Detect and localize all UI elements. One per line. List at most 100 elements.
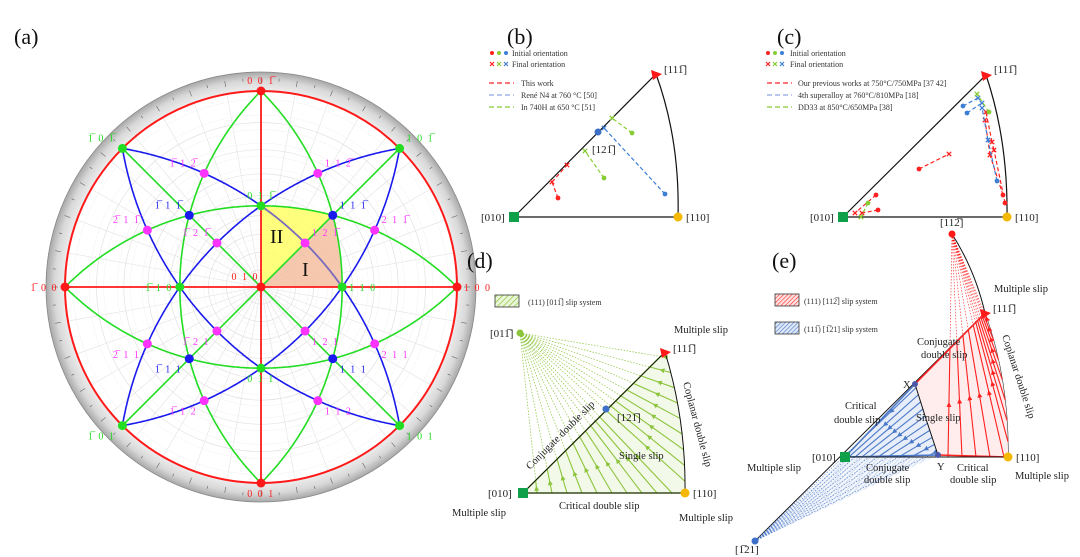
initial-orientation-point: [865, 200, 871, 206]
ring-tick: [113, 139, 116, 142]
panel-label-d: (d): [467, 248, 493, 273]
legend-c: Initial orientation Final orientation Ou…: [765, 49, 947, 112]
pole-label: 1̅ 1 2̅: [170, 158, 199, 169]
ring-tick: [79, 388, 86, 392]
pole-label: 1̅ 2 1̅: [182, 228, 211, 239]
vertex-110-marker: [1002, 212, 1012, 222]
legend-dot-red: [490, 51, 494, 55]
panel-d: (d) (111) [011̅] slip system [010] [110]…: [452, 248, 733, 524]
label-conjugate-top-1: Conjugate: [917, 337, 960, 348]
ring-tick: [224, 486, 227, 493]
trajectory-line: [981, 107, 989, 141]
slip-extension-dotted: [519, 332, 611, 407]
vertex-121-label: [121̅]: [592, 144, 616, 156]
conjugate-edge-red: [914, 312, 986, 385]
slip-extension-dotted: [519, 332, 537, 481]
initial-orientation-point: [916, 166, 922, 172]
slip-extension-dotted: [519, 332, 650, 368]
grid-radial: [226, 286, 262, 481]
final-orientation-cross: [985, 137, 991, 143]
trajectory-line: [987, 139, 998, 182]
ring-tick: [362, 462, 366, 469]
slip-extension-dotted: [951, 233, 978, 321]
legend-swatch-blue: [774, 321, 800, 335]
label-conjugate-top-2: double slip: [921, 350, 967, 361]
pole-red-dot: [256, 478, 266, 488]
grid-radial: [110, 286, 262, 414]
region-blue-fill: [845, 384, 938, 457]
label-multiple-slip-111: Multiple slip: [674, 325, 728, 336]
pole-magenta-dot: [370, 339, 380, 349]
slip-extension-dotted: [951, 233, 977, 323]
final-orientation-cross: [946, 151, 952, 157]
grid-radial: [193, 102, 262, 288]
label-critical-left-2: double slip: [834, 415, 880, 426]
ring-tick: [79, 182, 86, 186]
legend-dot-green: [497, 51, 501, 55]
point-y-marker: [935, 452, 941, 458]
grid-radial: [260, 286, 431, 386]
grid-radial: [162, 286, 262, 457]
grid-radial: [260, 286, 455, 322]
grid-radial: [67, 252, 262, 288]
ring-tick: [126, 126, 131, 132]
pole-green-dot: [256, 201, 266, 211]
ring-tick: [100, 152, 106, 157]
pole-label: 1 0 0: [464, 283, 492, 294]
trajectory-line: [976, 93, 990, 113]
pole-red-dot: [256, 282, 266, 292]
pole-blue-dot: [184, 354, 194, 364]
trajectory-line: [918, 153, 950, 170]
region-i-label: I: [302, 259, 309, 281]
ring-tick: [429, 166, 433, 170]
pole-label: 0 1 1: [247, 374, 275, 385]
slip-extension-dotted: [754, 455, 901, 542]
slip-extension-dotted: [519, 332, 596, 422]
legend-dot-blue: [504, 51, 508, 55]
slip-extension-dotted: [951, 233, 969, 330]
legend-series-3: In 740H at 650 °C [51]: [521, 103, 595, 112]
grid-radial: [260, 286, 412, 414]
ring-tick: [451, 215, 458, 218]
pole-green-dot: [117, 421, 127, 431]
vertex-121-marker: [594, 128, 602, 136]
pole-green-dot: [337, 282, 347, 292]
label-multiple-slip-110: Multiple slip: [679, 513, 733, 524]
ring-tick: [447, 373, 451, 376]
slip-extension-dotted: [754, 456, 850, 542]
ring-tick: [172, 473, 175, 477]
slip-extension-dotted: [519, 332, 634, 384]
pole-label: 0 1 1̅: [247, 191, 276, 202]
panel-label-b: (b): [507, 24, 533, 49]
legend-series-2: 4th superalloy at 760°C/810MPa [18]: [798, 91, 919, 100]
grid-radial: [134, 136, 262, 288]
slip-extension-dotted: [519, 332, 642, 377]
vertex-111-marker: [980, 309, 991, 319]
vertex-011-label: [011̅]: [490, 328, 513, 340]
point-x-marker: [912, 381, 918, 387]
initial-orientation-point: [873, 192, 879, 198]
vertex-011-marker: [516, 329, 524, 337]
legend-e-blue: (111̅) [1̅21] slip system: [804, 325, 879, 334]
region-fill: [523, 352, 686, 493]
legend-initial: Initial orientation: [790, 49, 846, 58]
pole-green-dot: [395, 143, 405, 153]
label-conjugate-bottom-1: Conjugate: [866, 463, 909, 474]
vertex-121-label: [1̅21]: [735, 544, 759, 556]
vertex-110-label: [110]: [1016, 452, 1039, 464]
ring-tick: [330, 90, 333, 97]
vertex-111-label: [111̅]: [994, 64, 1017, 76]
grid-radial: [260, 286, 388, 438]
grid-radial: [226, 93, 262, 288]
pole-label: 2 1 1: [382, 350, 410, 361]
initial-orientation-point: [875, 207, 881, 213]
vertex-010-label: [010]: [812, 452, 836, 464]
ring-tick: [55, 250, 62, 253]
final-orientation-cross: [975, 95, 981, 101]
final-orientation-cross: [549, 179, 555, 185]
final-orientation-cross: [989, 139, 995, 145]
legend-swatch-green: [494, 294, 520, 308]
pole-magenta-dot: [212, 326, 222, 336]
trajectory-line: [860, 202, 869, 218]
